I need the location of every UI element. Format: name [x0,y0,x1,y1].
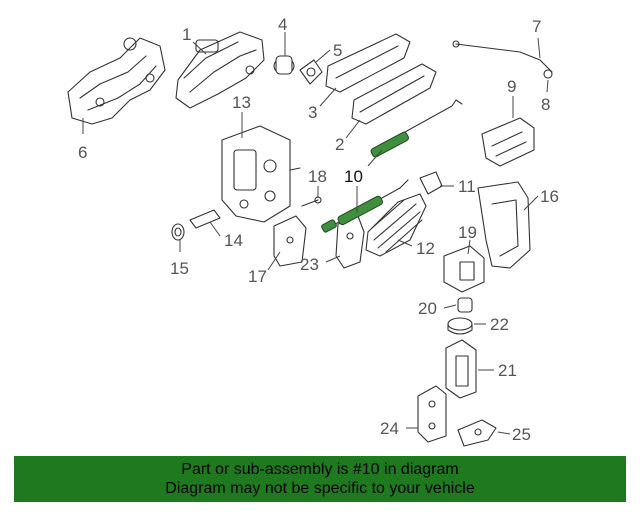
callout-labels: 1 2 3 4 5 6 7 8 9 10 11 12 13 14 15 16 1… [78,15,559,444]
part-22-plug [447,317,473,335]
callout-25: 25 [512,425,531,444]
part-17-bracket [273,215,307,267]
callout-13: 13 [232,93,251,112]
callout-4: 4 [278,15,287,34]
leader-lines [82,32,549,435]
callout-6: 6 [78,143,87,162]
part-1-outer-handle [175,31,265,109]
part-4-lock-cylinder [273,55,295,75]
callout-2: 2 [335,135,344,154]
callout-8: 8 [541,95,550,114]
callout-15: 15 [170,259,189,278]
part-info-banner: Part or sub-assembly is #10 in diagram D… [14,456,626,502]
part-8-clip [543,69,553,79]
callout-7: 7 [532,17,541,36]
part-5-cylinder-cap [299,59,323,85]
callout-16: 16 [540,187,559,206]
part-10-cable-assembly [321,99,463,233]
part-16-door-trim [477,181,531,269]
callout-1: 1 [182,25,191,44]
part-14-lock-pin [189,209,221,229]
banner-line-1: Part or sub-assembly is #10 in diagram [181,461,459,478]
part-18-screw [301,196,322,207]
part-2-handle-cover [351,63,437,125]
callout-9: 9 [507,77,516,96]
callout-20: 20 [418,299,437,318]
part-12-mesh-cover [365,193,427,257]
callout-24: 24 [380,419,399,438]
part-21-hinge [445,339,477,399]
callout-11: 11 [458,177,476,196]
part-15-grommet [171,223,185,241]
part-10-upper-sleeve [370,131,409,158]
part-19-hinge-bracket [443,245,485,293]
part-11-clip [419,171,443,195]
callout-21: 21 [498,361,517,380]
callout-22: 22 [490,315,509,334]
callout-14: 14 [224,231,243,250]
callout-19: 19 [458,223,477,242]
parts-diagram: 1 2 3 4 5 6 7 8 9 10 11 12 13 14 15 16 1… [67,15,559,447]
part-6-handle-bracket [67,37,166,125]
callout-12: 12 [416,239,435,258]
callout-18: 18 [308,167,327,186]
part-9-inside-handle [481,117,535,167]
part-24-hinge-plate [417,385,447,443]
part-20-bushing [457,297,473,313]
part-3-handle-cover [325,33,411,93]
part-7-release-rod [452,40,553,73]
callout-5: 5 [333,41,342,60]
part-10-lower-sleeve [337,195,383,226]
part-10-end-fitting [321,219,337,233]
callout-3: 3 [308,103,317,122]
banner-line-2: Diagram may not be specific to your vehi… [165,480,475,497]
part-13-door-latch [221,125,301,223]
callout-23: 23 [300,255,319,274]
part-25-check-strap [457,419,497,447]
callout-17: 17 [248,267,267,286]
callout-10: 10 [344,167,363,186]
